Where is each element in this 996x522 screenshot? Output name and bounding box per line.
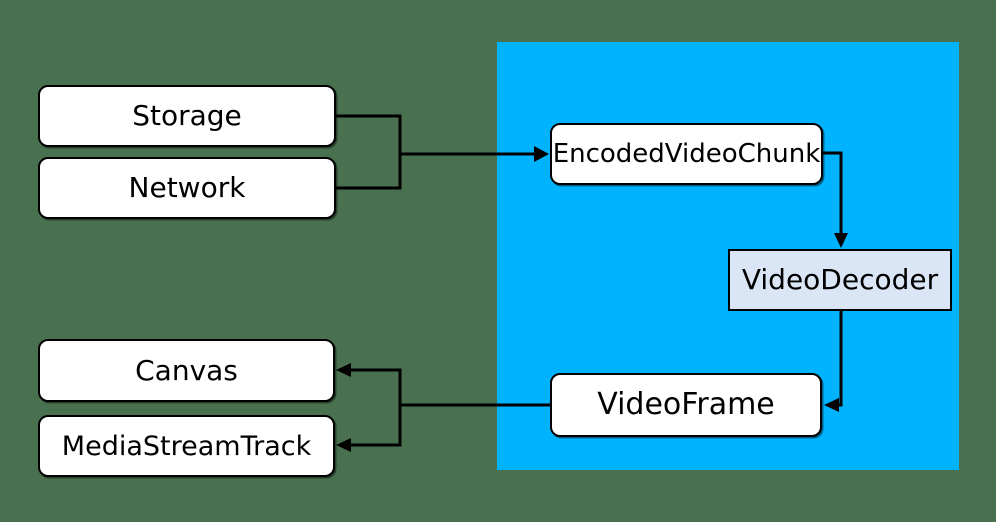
node-video-frame: VideoFrame — [550, 373, 822, 437]
node-canvas: Canvas — [38, 339, 335, 402]
node-network: Network — [38, 157, 336, 219]
node-storage: Storage — [38, 85, 336, 147]
node-video-decoder: VideoDecoder — [728, 249, 952, 311]
node-encoded-video-chunk: EncodedVideoChunk — [550, 123, 823, 185]
node-media-stream-track: MediaStreamTrack — [38, 415, 335, 477]
